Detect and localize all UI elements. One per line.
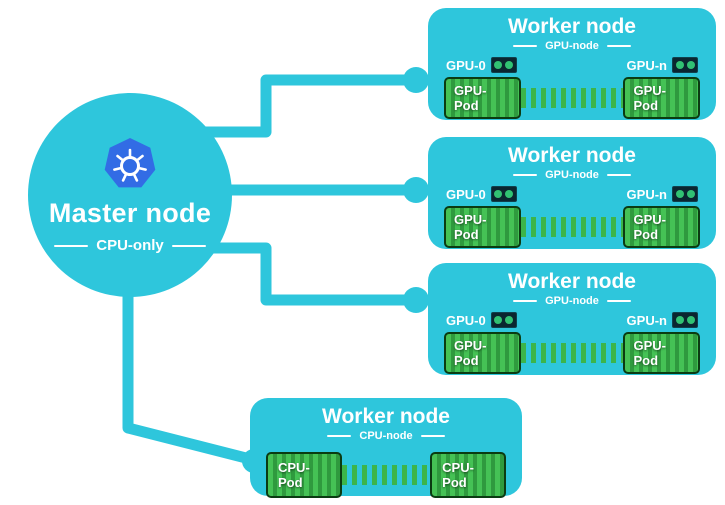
connector-third: [199, 242, 416, 306]
gpu-pod-left: GPU-Pod: [444, 332, 521, 375]
pods-row: GPU-Pod GPU-Pod: [442, 206, 702, 249]
worker-subtitle: CPU-node: [264, 430, 508, 442]
pod-activity-bars: [341, 465, 431, 486]
pod-activity-bars: [520, 343, 624, 364]
gpu-0-label-group: GPU-0: [446, 312, 517, 329]
gpu-label-row: GPU-0 GPU-n: [442, 312, 702, 329]
worker-node-cpu: Worker node CPU-node CPU-Pod CPU-Pod: [250, 398, 522, 499]
master-node: Master node CPU-only: [28, 93, 232, 297]
gpu-pod-right: GPU-Pod: [623, 77, 700, 120]
worker-subtitle: GPU-node: [442, 295, 702, 307]
gpu-pod-right: GPU-Pod: [623, 206, 700, 249]
worker-subtitle: GPU-node: [442, 40, 702, 52]
gpu-card-icon: [672, 57, 698, 74]
pods-row: GPU-Pod GPU-Pod: [442, 332, 702, 375]
pod-activity-bars: [520, 88, 624, 109]
gpu-card-icon: [490, 186, 517, 203]
worker-title: Worker node: [508, 270, 636, 293]
gpu-card-icon: [672, 186, 698, 203]
connector-top: [199, 74, 416, 138]
gpu-n-label: GPU-n: [626, 57, 667, 73]
pods-row: GPU-Pod GPU-Pod: [442, 77, 702, 120]
master-node-subtitle: CPU-only: [54, 237, 206, 254]
worker-node-gpu-1: Worker node GPU-node GPU-0 GPU-n GPU-Pod…: [428, 8, 716, 120]
gpu-n-label: GPU-n: [626, 312, 667, 328]
gpu-0-label: GPU-0: [446, 57, 486, 73]
pod-activity-bars: [520, 217, 624, 238]
worker-node-gpu-3: Worker node GPU-node GPU-0 GPU-n GPU-Pod…: [428, 263, 716, 375]
master-node-title: Master node: [48, 198, 212, 228]
gpu-pod-left: GPU-Pod: [444, 206, 521, 249]
gpu-card-icon: [490, 312, 517, 329]
gpu-n-label-group: GPU-n: [626, 312, 698, 329]
gpu-0-label-group: GPU-0: [446, 186, 517, 203]
gpu-0-label: GPU-0: [446, 186, 486, 202]
gpu-label-row: GPU-0 GPU-n: [442, 186, 702, 203]
connector-dot-top: [403, 67, 429, 93]
gpu-n-label-group: GPU-n: [626, 186, 698, 203]
worker-title: Worker node: [508, 144, 636, 167]
gpu-card-icon: [672, 312, 698, 329]
gpu-label-row: GPU-0 GPU-n: [442, 57, 702, 74]
gpu-pod-left: GPU-Pod: [444, 77, 521, 120]
connector-dot-third: [403, 287, 429, 313]
connector-bottom: [122, 276, 260, 466]
gpu-card-icon: [490, 57, 517, 74]
worker-title: Worker node: [508, 15, 636, 38]
gpu-pod-right: GPU-Pod: [623, 332, 700, 375]
pods-row: CPU-Pod CPU-Pod: [264, 452, 508, 499]
worker-node-gpu-2: Worker node GPU-node GPU-0 GPU-n GPU-Pod…: [428, 137, 716, 249]
worker-title: Worker node: [322, 405, 450, 428]
gpu-n-label-group: GPU-n: [626, 57, 698, 74]
kubernetes-icon: [104, 138, 156, 188]
connector-dot-middle: [403, 177, 429, 203]
gpu-0-label-group: GPU-0: [446, 57, 517, 74]
cpu-pod-right: CPU-Pod: [430, 452, 507, 499]
cpu-pod-left: CPU-Pod: [266, 452, 342, 499]
worker-subtitle: GPU-node: [442, 169, 702, 181]
gpu-0-label: GPU-0: [446, 312, 486, 328]
gpu-n-label: GPU-n: [626, 186, 667, 202]
